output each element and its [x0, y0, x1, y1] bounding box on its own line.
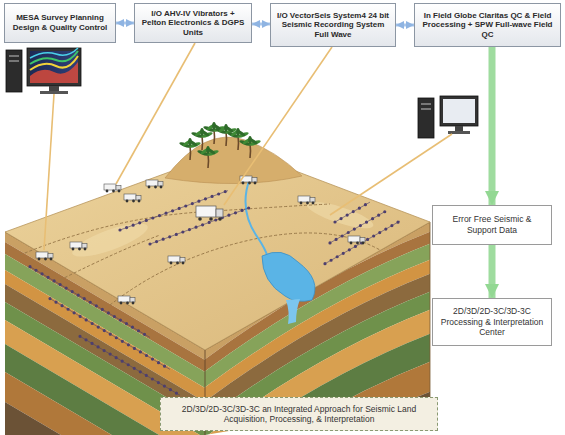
double-arrow	[252, 23, 270, 26]
waterfall	[286, 299, 300, 324]
double-arrow	[116, 22, 134, 25]
palm-tree	[179, 138, 202, 160]
vibrator-truck	[124, 194, 141, 202]
box-text: In Field Globe Claritas QC & Field Proce…	[419, 11, 556, 40]
vibrator-truck	[104, 184, 121, 192]
palm-tree	[191, 128, 214, 150]
lake	[262, 252, 315, 301]
truck	[168, 256, 185, 264]
track	[60, 235, 160, 280]
truck	[298, 196, 315, 204]
palm-tree	[197, 146, 220, 168]
workstation-right	[418, 96, 478, 138]
box-text: Error Free Seismic & Support Data	[437, 214, 547, 235]
vibrator-truck	[146, 180, 163, 188]
flow-arrow	[489, 245, 496, 298]
receiver-cables	[30, 191, 400, 396]
caption-box: 2D/3D/2D-3C/3D-3C an Integrated Approach…	[160, 397, 438, 431]
process-box: I/O AHV-IV Vibrators + Pelton Electronic…	[134, 3, 252, 43]
box-text: 2D/3D/2D-3C/3D-3C Processing & Interpret…	[437, 306, 547, 338]
box-text: MESA Survey Planning Design & Quality Co…	[9, 13, 111, 32]
box-text: 2D/3D/2D-3C/3D-3C an Integrated Approach…	[165, 404, 433, 424]
leader-lines	[44, 43, 452, 250]
output-box: Error Free Seismic & Support Data	[432, 205, 552, 245]
sand-hill	[165, 137, 302, 184]
recording-truck	[196, 206, 223, 221]
process-box: I/O VectorSeis System4 24 bit Seismic Re…	[270, 3, 396, 47]
truck	[118, 296, 135, 304]
process-box: In Field Globe Claritas QC & Field Proce…	[414, 3, 561, 47]
box-text: I/O AHV-IV Vibrators + Pelton Electronic…	[139, 9, 247, 38]
workstation-left	[6, 48, 81, 94]
output-box: 2D/3D/2D-3C/3D-3C Processing & Interpret…	[432, 298, 552, 346]
stream	[246, 178, 269, 258]
palm-tree	[227, 128, 250, 150]
truck	[70, 242, 87, 250]
flow-arrow	[489, 47, 496, 205]
process-box: MESA Survey Planning Design & Quality Co…	[4, 3, 116, 43]
track	[20, 204, 330, 255]
receiver-lines	[30, 191, 400, 396]
box-text: I/O VectorSeis System4 24 bit Seismic Re…	[275, 11, 391, 40]
truck	[348, 236, 365, 244]
truck	[36, 252, 53, 260]
double-arrow	[396, 24, 414, 27]
